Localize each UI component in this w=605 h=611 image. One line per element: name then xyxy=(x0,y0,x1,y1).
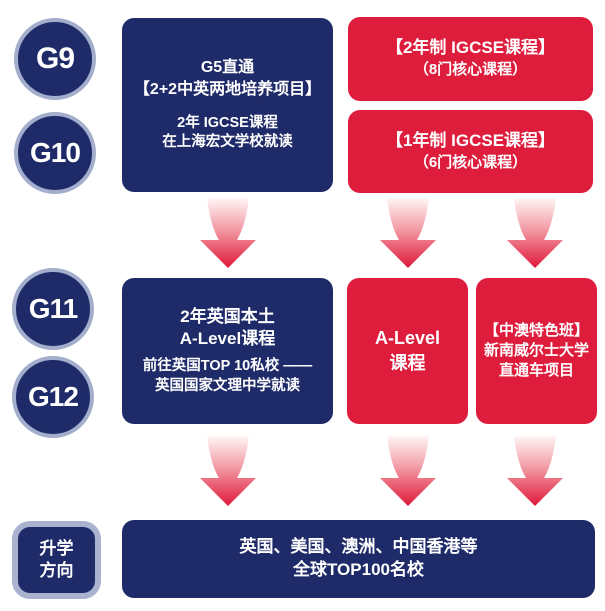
box-title-line: 【中澳特色班】 xyxy=(483,321,589,339)
box-igcse-1year: 【1年制 IGCSE课程】 （6门核心课程） xyxy=(348,110,593,193)
grade-badge-g11: G11 xyxy=(12,268,94,350)
box-body-line: 直通车项目 xyxy=(498,362,574,380)
box-china-australia: 【中澳特色班】 新南威尔士大学 直通车项目 xyxy=(476,278,597,424)
box-igcse-2year: 【2年制 IGCSE课程】 （8门核心课程） xyxy=(348,17,593,101)
down-arrow-icon xyxy=(380,436,436,506)
badge-line: 升学 xyxy=(39,538,74,558)
box-title-line: 【2+2中英两地培养项目】 xyxy=(133,80,322,98)
grade-label: G9 xyxy=(35,42,75,75)
box-title-line: 英国、美国、澳洲、中国香港等 xyxy=(239,537,478,557)
box-title-line: 全球TOP100名校 xyxy=(292,560,424,579)
box-g5-program: G5直通 【2+2中英两地培养项目】 2年 IGCSE课程 在上海宏文学校就读 xyxy=(122,18,333,192)
box-alevel: A-Level 课程 xyxy=(347,278,468,424)
box-body-line: 前往英国TOP 10私校 —— xyxy=(142,358,313,375)
grade-label: G10 xyxy=(30,137,81,168)
box-body-line: 英国国家文理中学就读 xyxy=(155,377,300,394)
box-uk-alevel: 2年英国本土 A-Level课程 前往英国TOP 10私校 —— 英国国家文理中… xyxy=(122,278,333,424)
down-arrow-icon xyxy=(200,436,256,506)
box-body-line: 在上海宏文学校就读 xyxy=(162,134,293,151)
down-arrow-icon xyxy=(507,436,563,506)
grade-label: G11 xyxy=(28,293,78,324)
grade-label: G12 xyxy=(28,381,79,412)
box-title-line: A-Level xyxy=(374,327,441,348)
box-destinations: 英国、美国、澳洲、中国香港等 全球TOP100名校 xyxy=(122,520,595,598)
box-body-line: 2年 IGCSE课程 xyxy=(177,114,278,131)
box-title-line: 2年英国本土 xyxy=(180,306,275,326)
down-arrow-icon xyxy=(200,198,256,268)
down-arrow-icon xyxy=(507,198,563,268)
box-title-line: A-Level课程 xyxy=(179,329,276,349)
down-arrow-icon xyxy=(380,198,436,268)
badge-line: 方向 xyxy=(39,561,74,580)
grade-badge-g9: G9 xyxy=(14,18,96,100)
grade-badge-g12: G12 xyxy=(12,356,94,438)
destination-badge: 升学 方向 xyxy=(12,521,101,599)
box-title-line: 【2年制 IGCSE课程】 xyxy=(385,38,556,58)
box-title-line: G5直通 xyxy=(200,59,255,77)
box-body-line: （6门核心课程） xyxy=(413,153,528,171)
box-body-line: 新南威尔士大学 xyxy=(483,341,589,359)
box-title-line: 【1年制 IGCSE课程】 xyxy=(385,130,556,150)
box-title-line: 课程 xyxy=(389,353,426,373)
box-body-line: （8门核心课程） xyxy=(413,61,528,79)
grade-badge-g10: G10 xyxy=(14,112,96,194)
